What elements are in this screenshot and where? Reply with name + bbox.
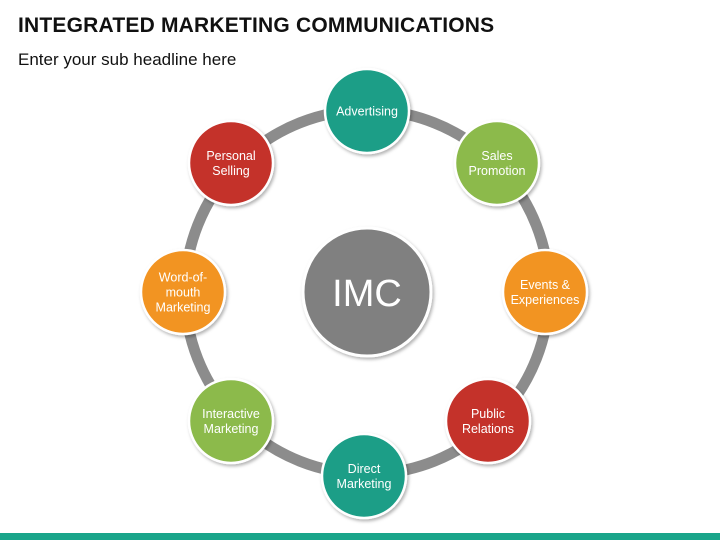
- node-circle: [187, 119, 275, 207]
- page-title: INTEGRATED MARKETING COMMUNICATIONS: [18, 14, 495, 37]
- node-advertising: Advertising: [323, 67, 411, 155]
- node-label-line: Relations: [462, 422, 514, 436]
- node-label-line: Interactive: [202, 407, 260, 421]
- node-circle: [444, 377, 532, 465]
- node-label-line: Marketing: [204, 422, 259, 436]
- node-label-line: Experiences: [511, 293, 580, 307]
- node-circle: [139, 248, 227, 336]
- node-circle: [323, 67, 411, 155]
- hub-circle: IMC: [301, 226, 433, 358]
- node-circle: [320, 432, 408, 520]
- node-label-line: Personal: [206, 149, 255, 163]
- node-label-line: Word-of-: [159, 271, 207, 285]
- node-label-line: Sales: [481, 149, 512, 163]
- node-circle: [453, 119, 541, 207]
- node-events-experiences: Events &Experiences: [501, 248, 589, 336]
- node-label-line: mouth: [166, 286, 201, 300]
- hub-label: IMC: [332, 273, 402, 315]
- page-subtitle: Enter your sub headline here: [18, 50, 237, 69]
- node-label-line: Advertising: [336, 105, 398, 119]
- node-circle: [501, 248, 589, 336]
- node-label-line: Direct: [348, 462, 381, 476]
- node-circle: [187, 377, 275, 465]
- node-label-line: Events &: [520, 278, 571, 292]
- node-label-line: Promotion: [469, 164, 526, 178]
- node-label-line: Marketing: [156, 301, 211, 315]
- node-label-line: Marketing: [337, 477, 392, 491]
- node-label-line: Public: [471, 407, 505, 421]
- bottom-accent-bar: [0, 533, 720, 540]
- node-label-line: Selling: [212, 164, 250, 178]
